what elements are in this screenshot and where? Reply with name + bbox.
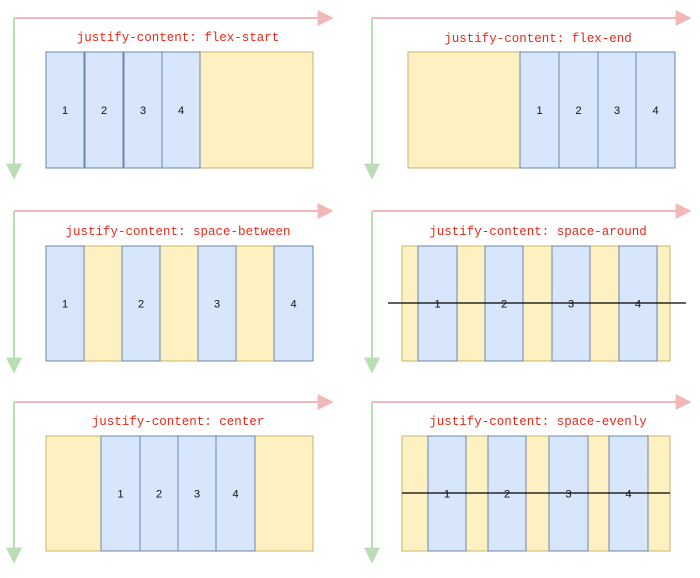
flex-item-2 [558, 51, 599, 169]
flex-item-label-2: 2 [156, 489, 162, 501]
flex-item-label-2: 2 [501, 299, 507, 311]
flex-item-label-4: 4 [635, 299, 641, 311]
panel-title: justify-content: space-around [429, 225, 647, 239]
flex-item-label-1: 1 [62, 105, 68, 117]
flex-item-label-2: 2 [504, 489, 510, 501]
flex-item-4 [635, 51, 676, 169]
panel-1: 1 2 3 4 justify-content: flex-start [6, 10, 334, 180]
flex-item-1 [45, 245, 85, 362]
flex-item-label-1: 1 [536, 105, 542, 117]
flex-item-label-3: 3 [568, 299, 574, 311]
flex-item-4 [215, 435, 256, 552]
flex-container [45, 245, 314, 362]
flex-item-label-1: 1 [117, 489, 123, 501]
flex-item-4 [273, 245, 314, 362]
flex-item-label-2: 2 [101, 105, 107, 117]
panel-5: 1 2 3 4 justify-content: center [6, 394, 334, 564]
flex-item-label-3: 3 [565, 489, 571, 501]
flex-item-3 [597, 51, 637, 169]
flex-item-label-1: 1 [62, 299, 68, 311]
flex-item-label-2: 2 [575, 105, 581, 117]
flex-item-3 [177, 435, 217, 552]
panel-4: 1 2 3 4 justify-content: space-around [364, 203, 692, 374]
panel-6: 1 2 3 4 justify-content: space-evenly [364, 394, 692, 564]
flex-item-label-3: 3 [140, 105, 146, 117]
flex-item-label-4: 4 [178, 105, 184, 117]
panel-title: justify-content: flex-end [444, 32, 632, 46]
panel-title: justify-content: space-evenly [429, 415, 647, 429]
flex-item-3 [197, 245, 237, 362]
flex-item-label-3: 3 [614, 105, 620, 117]
flex-item-label-4: 4 [232, 489, 238, 501]
flex-item-label-1: 1 [434, 299, 440, 311]
panel-title: justify-content: space-between [65, 225, 290, 239]
panel-2: 1 2 3 4 justify-content: flex-end [364, 10, 692, 180]
flex-item-label-3: 3 [214, 299, 220, 311]
flex-item-2 [84, 51, 124, 169]
flex-item-label-4: 4 [290, 299, 296, 311]
flex-item-4 [161, 51, 201, 169]
panel-title: justify-content: flex-start [77, 31, 280, 45]
flex-item-label-4: 4 [652, 105, 658, 117]
panel-title: justify-content: center [92, 415, 265, 429]
flex-item-1 [100, 435, 141, 552]
flex-item-2 [139, 435, 179, 552]
flex-item-label-1: 1 [444, 489, 450, 501]
flex-item-1 [45, 51, 85, 169]
flex-item-label-4: 4 [625, 489, 631, 501]
flex-item-label-2: 2 [138, 299, 144, 311]
flex-item-1 [519, 51, 560, 169]
flex-item-label-3: 3 [194, 489, 200, 501]
flex-item-2 [121, 245, 161, 362]
panel-3: 1 2 3 4 justify-content: space-between [6, 203, 334, 374]
